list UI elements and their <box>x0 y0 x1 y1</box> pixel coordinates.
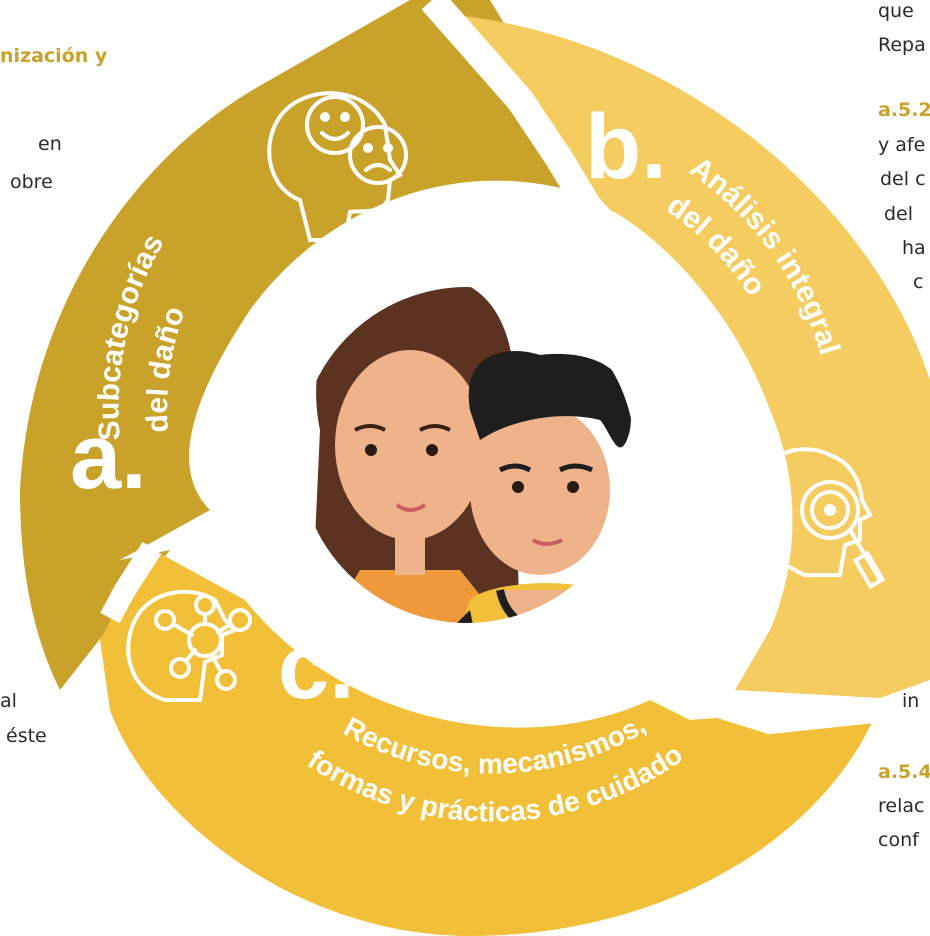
head-emotions-icon <box>267 91 408 242</box>
right-text-12: conf <box>878 829 919 851</box>
right-text-5: del c <box>880 168 926 190</box>
head-network-icon <box>126 589 252 702</box>
right-text-4: y afe <box>878 134 926 156</box>
left-text-4: al <box>0 690 17 712</box>
right-text-11: relac <box>878 795 925 817</box>
left-text-3: obre <box>10 171 53 193</box>
segment-c-letter: c. <box>278 616 355 718</box>
segment-a <box>20 0 600 690</box>
right-text-10: a.5.4 <box>878 761 930 783</box>
right-text-2: Repa <box>878 34 926 56</box>
left-text-1: nización y <box>0 45 108 67</box>
gap-a-b <box>421 0 603 218</box>
gap-b-c <box>696 688 930 735</box>
left-text-5: éste <box>6 725 47 747</box>
right-text-8: c <box>913 271 924 293</box>
segment-b <box>455 15 930 698</box>
segment-b-letter: b. <box>585 96 667 198</box>
head-magnifier-icon <box>746 447 886 590</box>
right-text-6: del <box>884 203 914 225</box>
segment-c <box>100 548 880 936</box>
right-text-3: a.5.2 <box>878 99 930 121</box>
center-portrait <box>279 267 655 643</box>
left-text-2: en <box>38 133 62 155</box>
segment-a-letter: a. <box>70 406 147 508</box>
right-text-7: ha <box>902 237 926 259</box>
gap-a-c <box>100 542 162 624</box>
right-text-1: que <box>878 0 914 22</box>
right-text-9: in <box>902 690 920 712</box>
